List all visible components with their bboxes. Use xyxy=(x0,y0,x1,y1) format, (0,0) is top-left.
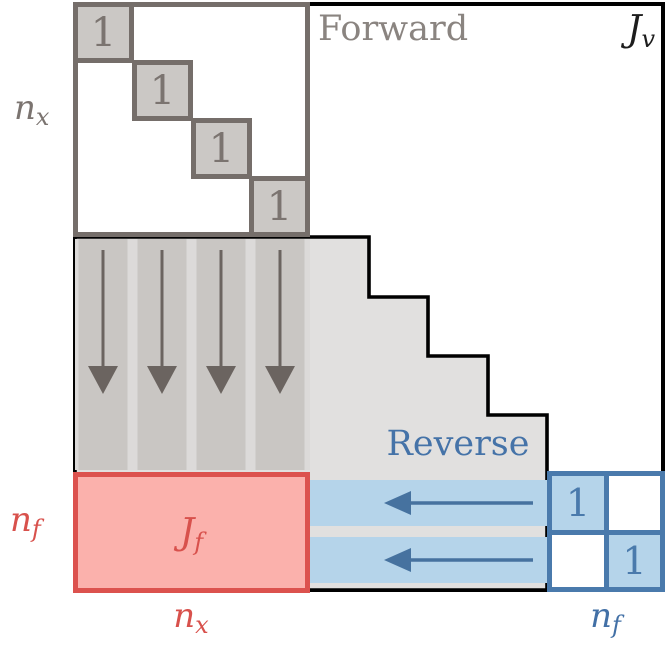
identity-cell: 1 xyxy=(73,2,134,63)
nf-bottom-sub: f xyxy=(612,611,621,639)
jf-label-sub: f xyxy=(194,528,204,556)
empty-cell xyxy=(547,530,609,592)
nf-bottom-base: n xyxy=(590,596,612,636)
jf-label: Jf xyxy=(179,512,204,556)
jv-label: Jv xyxy=(603,9,655,53)
identity-cell: 1 xyxy=(191,118,252,179)
nx-left-sub: x xyxy=(35,103,50,131)
nf-bottom-label: nf xyxy=(558,596,653,639)
nx-left-label: nx xyxy=(14,88,50,131)
down-arrow-head xyxy=(265,366,295,394)
left-arrows xyxy=(384,491,533,572)
nf-left-label: nf xyxy=(10,500,41,543)
nf-left-base: n xyxy=(10,500,32,540)
reverse-label: Reverse xyxy=(386,424,530,464)
identity-cell: 1 xyxy=(604,530,665,592)
down-arrows xyxy=(88,250,295,394)
identity-cell: 1 xyxy=(547,471,609,535)
down-arrow-head xyxy=(88,366,118,394)
forward-identity-block: 1 1 1 1 xyxy=(73,2,310,237)
down-arrow-head xyxy=(147,366,177,394)
jf-block: Jf xyxy=(73,472,310,593)
nx-bottom-sub: x xyxy=(195,611,209,639)
left-arrow-head xyxy=(384,548,411,572)
jv-label-base: J xyxy=(627,9,642,50)
identity-cell: 1 xyxy=(132,60,193,121)
reverse-identity-block: 1 1 xyxy=(547,471,665,592)
jf-label-base: J xyxy=(179,512,195,553)
empty-cell xyxy=(604,471,665,535)
jv-label-sub: v xyxy=(641,25,655,53)
down-arrow-head xyxy=(206,366,236,394)
left-arrow-head xyxy=(384,491,411,515)
nx-left-base: n xyxy=(14,88,36,128)
nx-bottom-label: nx xyxy=(141,596,241,639)
nf-left-sub: f xyxy=(31,515,41,543)
nx-bottom-base: n xyxy=(173,596,196,636)
forward-label: Forward xyxy=(318,9,469,49)
identity-cell: 1 xyxy=(249,176,310,237)
